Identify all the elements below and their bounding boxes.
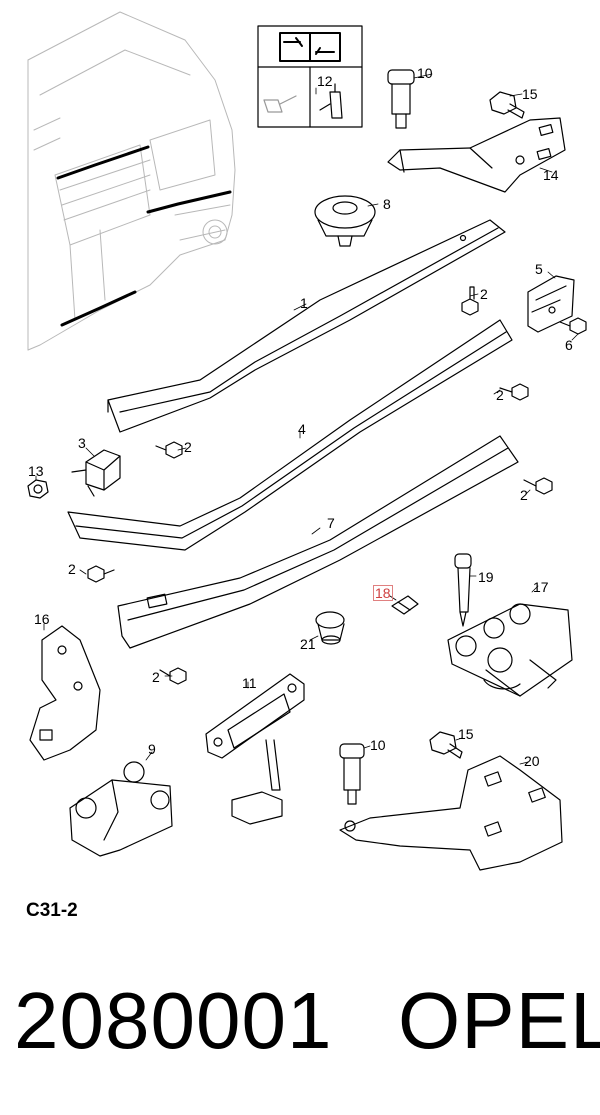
part-11-guide: [205, 673, 305, 825]
screw-2-a: [461, 286, 479, 316]
legend-box: [257, 25, 363, 128]
screw-2-f: [159, 667, 187, 685]
callout-19: 19: [478, 569, 494, 585]
part-6-screw: [559, 317, 587, 335]
callout-6: 6: [565, 337, 573, 353]
part-15-bolt-upper: [489, 91, 525, 119]
callout-5: 5: [535, 261, 543, 277]
workshop-manual-icon: [279, 32, 341, 62]
callout-2-e: 2: [68, 561, 76, 577]
callout-15-upper: 15: [522, 86, 538, 102]
section-code: C31-2: [26, 900, 78, 921]
part-10-pin-lower: [339, 743, 365, 805]
part-4-middle-rail: [67, 319, 513, 551]
grease-cartridge-icon: [319, 83, 343, 119]
part-10-pin-upper: [387, 69, 415, 129]
callout-1: 1: [300, 295, 308, 311]
callout-2-b: 2: [496, 387, 504, 403]
part-17-roller-assembly: [447, 603, 573, 697]
part-14-upper-hinge: [387, 117, 566, 193]
callout-10-lower: 10: [370, 737, 386, 753]
part-1-upper-rail: [107, 219, 506, 433]
callout-8: 8: [383, 196, 391, 212]
callout-20: 20: [524, 753, 540, 769]
callout-16: 16: [34, 611, 50, 627]
callout-18: 18: [373, 585, 393, 601]
callout-2-f: 2: [152, 669, 160, 685]
part-9-roller-carriage: [69, 761, 173, 857]
part-19-pin: [454, 553, 472, 627]
sliding-door-rails-highlight: [56, 145, 232, 327]
part-20-lower-hinge: [339, 755, 563, 871]
oil-can-icon: [263, 95, 297, 113]
part-18-clip: [391, 595, 419, 615]
part-8-bump-stop: [314, 195, 376, 247]
callout-17: 17: [533, 579, 549, 595]
part-21-bushing: [315, 611, 345, 645]
screw-2-b: [499, 383, 529, 401]
screw-2-c: [155, 441, 183, 459]
part-16-bracket: [29, 625, 101, 761]
part-7-lower-rail: [117, 435, 519, 649]
brand-name: OPEL: [398, 976, 600, 1065]
callout-9: 9: [148, 741, 156, 757]
callout-2-d: 2: [520, 487, 528, 503]
part-3-block: [71, 449, 121, 497]
callout-15-lower: 15: [458, 726, 474, 742]
callout-7: 7: [327, 515, 335, 531]
callout-2-a: 2: [480, 286, 488, 302]
screw-2-e: [87, 565, 115, 583]
callout-4: 4: [298, 421, 306, 437]
callout-11: 11: [242, 675, 257, 691]
callout-13: 13: [28, 463, 44, 479]
callout-2-c: 2: [184, 439, 192, 455]
callout-14: 14: [543, 167, 559, 183]
callout-3: 3: [78, 435, 86, 451]
screw-2-d: [523, 477, 553, 495]
callout-21: 21: [300, 636, 316, 652]
part-15-bolt-lower: [429, 731, 463, 759]
leader-lines: [35, 73, 579, 765]
callout-12: 12: [317, 73, 333, 89]
part-number: 2080001: [14, 976, 333, 1065]
vehicle-body-sketch: [27, 11, 236, 351]
part-5-bracket: [527, 275, 575, 333]
part-13-nut: [27, 479, 49, 499]
callout-10-upper: 10: [417, 65, 433, 81]
